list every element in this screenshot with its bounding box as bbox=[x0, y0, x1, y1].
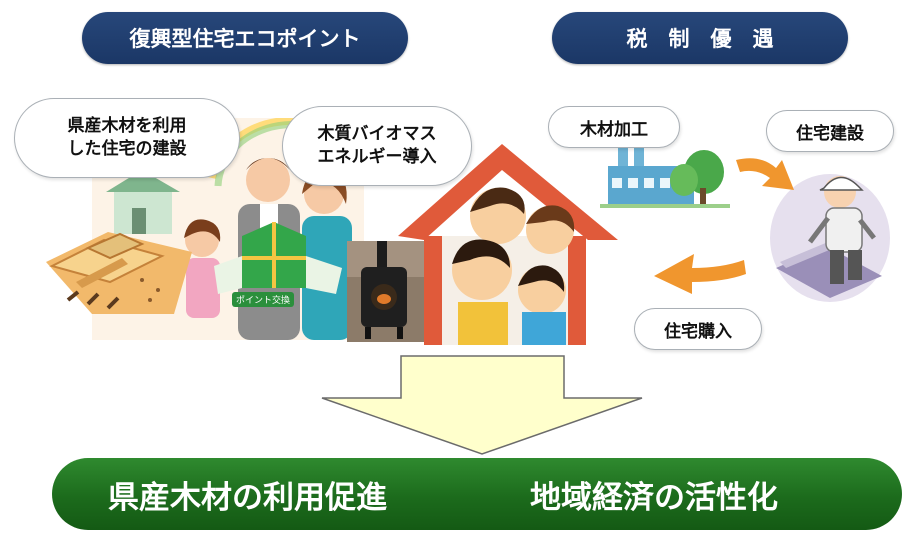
wood-house-bubble-line-2: した住宅の建設 bbox=[67, 139, 187, 159]
factory-image bbox=[600, 132, 730, 208]
family-illustration bbox=[106, 116, 368, 340]
biomass-bubble-line-2: エネルギー導入 bbox=[317, 147, 437, 167]
lumber-image bbox=[46, 232, 192, 314]
lumber-illustration bbox=[46, 218, 192, 314]
eco-point-header: 復興型住宅エコポイント bbox=[82, 12, 408, 64]
wood-processing-bubble: 木材加工 bbox=[548, 106, 680, 148]
house-construction-bubble: 住宅建設 bbox=[766, 110, 894, 152]
point-exchange-label: ポイント交換 bbox=[232, 292, 295, 307]
biomass-bubble: 木質バイオマス エネルギー導入 bbox=[282, 106, 472, 186]
banner-regional-economy: 地域経済の活性化 bbox=[530, 479, 778, 516]
biomass-bubble-line-1: 木質バイオマス bbox=[317, 124, 437, 145]
factory-illustration bbox=[600, 122, 730, 208]
wood-stove-image bbox=[347, 241, 430, 342]
eco-point-header-text: 復興型住宅エコポイント bbox=[129, 27, 361, 51]
worker-image bbox=[770, 174, 890, 302]
wood-house-bubble-line-1: 県産木材を利用 bbox=[67, 116, 187, 137]
arrow-to-construction bbox=[736, 158, 794, 190]
wood-house-bubble: 県産木材を利用 した住宅の建設 bbox=[14, 98, 240, 178]
result-banner: 県産木材の利用促進 地域経済の活性化 bbox=[52, 458, 902, 530]
down-arrow bbox=[321, 355, 643, 455]
wood-stove-photo bbox=[347, 241, 430, 342]
house-family-illustration bbox=[398, 140, 620, 345]
house-image bbox=[398, 144, 618, 345]
house-construction-text: 住宅建設 bbox=[796, 123, 864, 144]
tax-incentive-header: 税 制 優 遇 bbox=[552, 12, 848, 64]
wood-processing-text: 木材加工 bbox=[580, 119, 648, 140]
arrow-to-purchase bbox=[654, 254, 746, 294]
banner-wood-promotion: 県産木材の利用促進 bbox=[108, 479, 387, 516]
house-purchase-text: 住宅購入 bbox=[664, 321, 732, 342]
house-purchase-bubble: 住宅購入 bbox=[634, 308, 762, 350]
tax-incentive-header-text: 税 制 優 遇 bbox=[626, 27, 774, 51]
construction-worker-illustration bbox=[770, 158, 892, 306]
